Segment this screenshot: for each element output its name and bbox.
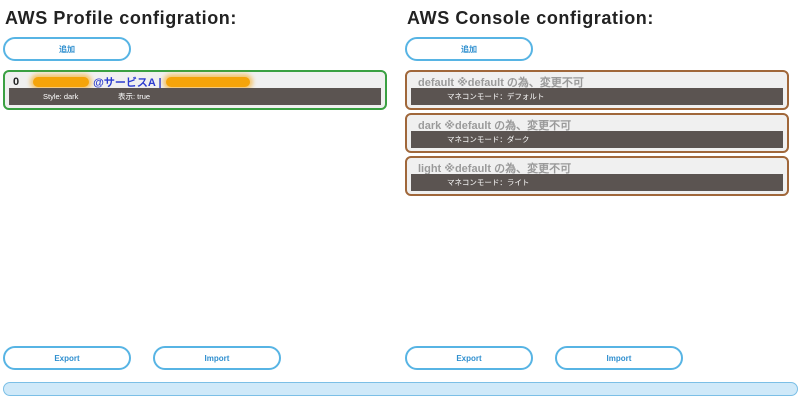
profile-visibility: 表示: true	[118, 92, 151, 101]
console-detail-bar: マネコンモード：ライト	[411, 174, 783, 191]
console-card-header: default ※default の為、変更不可	[418, 77, 584, 89]
redacted-blur	[33, 77, 90, 87]
add-console-button[interactable]: 追加	[405, 37, 533, 61]
profile-card-header: 0 @サービスA |	[13, 74, 250, 90]
console-card-header: light ※default の為、変更不可	[418, 163, 572, 175]
console-mode: マネコンモード：デフォルト	[447, 92, 545, 101]
add-profile-button[interactable]: 追加	[3, 37, 131, 61]
profile-style: Style: dark	[43, 92, 79, 101]
console-detail-bar: マネコンモード：ダーク	[411, 131, 783, 148]
export-console-button[interactable]: Export	[405, 346, 533, 370]
profile-index: 0	[13, 76, 20, 88]
console-detail-bar: マネコンモード：デフォルト	[411, 88, 783, 105]
export-profile-button[interactable]: Export	[3, 346, 131, 370]
profile-detail-bar: Style: dark 表示: true	[9, 88, 381, 105]
profile-card[interactable]: 0 @サービスA | Style: dark 表示: true	[3, 70, 387, 110]
redacted-blur	[165, 77, 250, 87]
console-section-title: AWS Console configration:	[407, 8, 654, 28]
bottom-bar	[3, 382, 798, 396]
profile-name: @サービスA |	[93, 77, 162, 89]
import-console-button[interactable]: Import	[555, 346, 683, 370]
import-profile-button[interactable]: Import	[153, 346, 281, 370]
console-mode: マネコンモード：ダーク	[447, 135, 530, 144]
console-card-default[interactable]: default ※default の為、変更不可 マネコンモード：デフォルト	[405, 70, 789, 110]
console-card-dark[interactable]: dark ※default の為、変更不可 マネコンモード：ダーク	[405, 113, 789, 153]
console-card-light[interactable]: light ※default の為、変更不可 マネコンモード：ライト	[405, 156, 789, 196]
profile-section-title: AWS Profile configration:	[5, 8, 238, 28]
console-mode: マネコンモード：ライト	[447, 178, 530, 187]
console-card-header: dark ※default の為、変更不可	[418, 120, 572, 132]
